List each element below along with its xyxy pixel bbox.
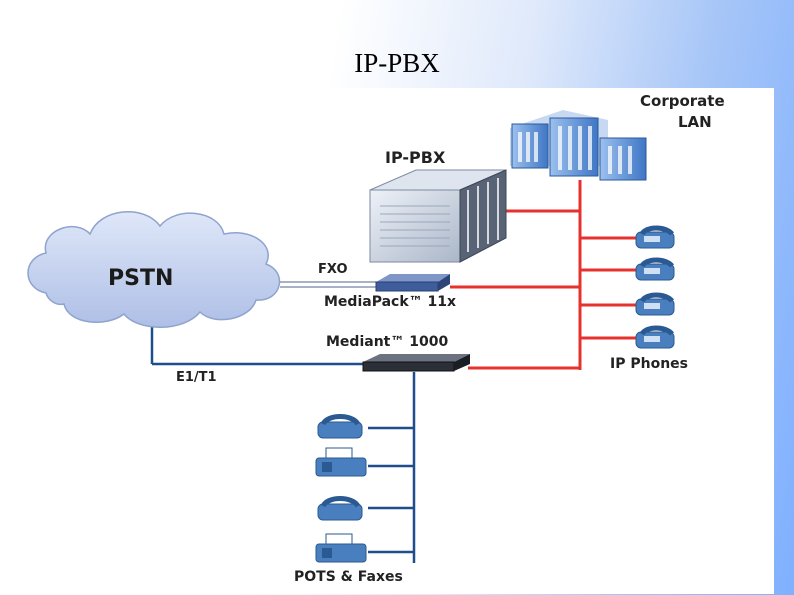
fxo-link bbox=[280, 281, 376, 288]
pots-faxes-label: POTS & Faxes bbox=[294, 569, 403, 585]
phone-icon bbox=[635, 292, 675, 316]
phone-icon bbox=[635, 325, 675, 349]
ip-pbx-label: IP-PBX bbox=[385, 148, 446, 167]
diagram-canvas bbox=[27, 110, 675, 563]
pstn-label: PSTN bbox=[108, 266, 174, 291]
slide-title: IP-PBX bbox=[354, 48, 440, 78]
cloud-icon bbox=[27, 211, 281, 328]
phone-icon bbox=[317, 414, 363, 439]
fax-icon bbox=[315, 447, 367, 477]
server-icon bbox=[369, 169, 507, 263]
gateway-icon bbox=[375, 274, 450, 292]
phone-icon bbox=[635, 257, 675, 281]
phone-icon bbox=[317, 496, 363, 521]
corporate-lan-label-line2: LAN bbox=[678, 113, 712, 131]
fxo-label: FXO bbox=[318, 262, 348, 277]
lan-lines bbox=[450, 180, 636, 370]
mediant-label: Mediant™ 1000 bbox=[326, 334, 449, 350]
ip-phones-label: IP Phones bbox=[610, 356, 688, 372]
phone-icon bbox=[635, 225, 675, 249]
fax-icon bbox=[315, 533, 367, 563]
buildings-icon bbox=[510, 110, 647, 181]
corporate-lan-label-line1: Corporate bbox=[640, 92, 725, 110]
mediapack-label: MediaPack™ 11x bbox=[324, 294, 457, 310]
trunk-lines bbox=[150, 313, 416, 563]
e1t1-label: E1/T1 bbox=[176, 370, 217, 385]
network-diagram: Corporate LAN IP-PBX PSTN FXO MediaPack™… bbox=[18, 88, 774, 594]
mediant-icon bbox=[362, 354, 470, 372]
